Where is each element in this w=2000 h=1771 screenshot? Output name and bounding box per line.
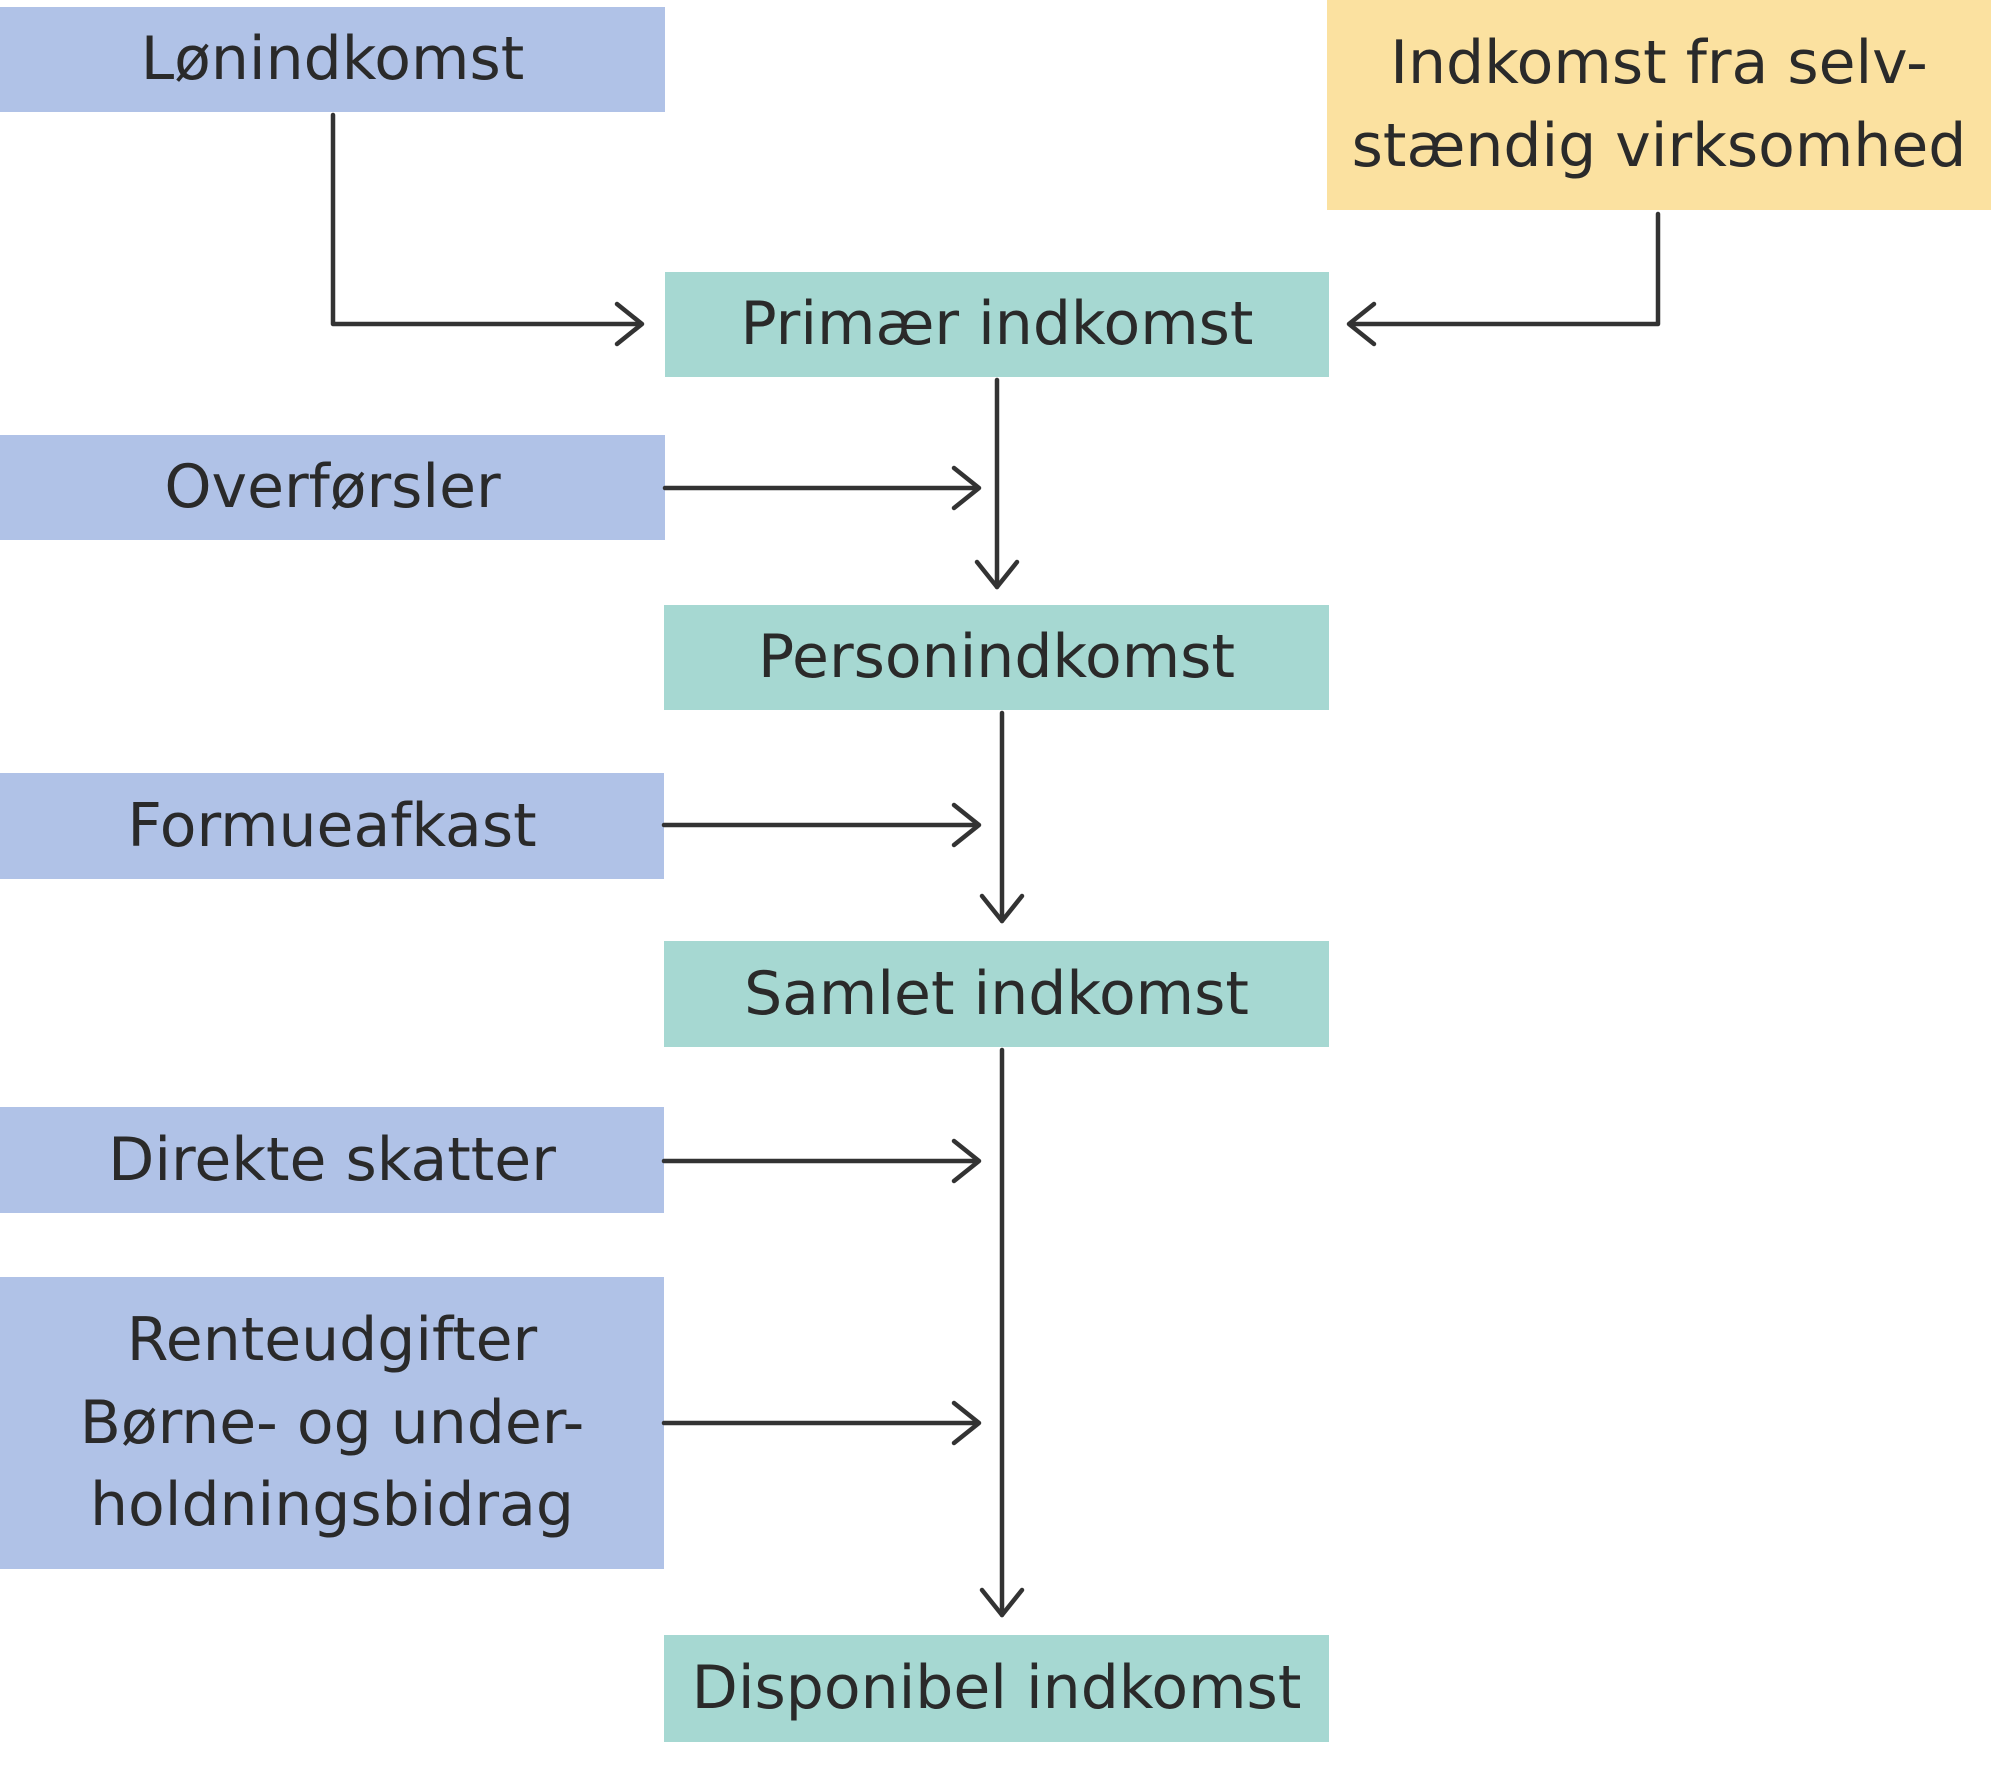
arrow-primary-to-personal [974, 377, 1020, 590]
wealth-return-box: Formueafkast [0, 773, 664, 879]
arrow-self-employed-to-primary [1346, 211, 1661, 347]
arrow-personal-to-total [979, 710, 1025, 924]
wage-income-box: Lønindkomst [0, 7, 665, 112]
arrow-transfers-to-flow [662, 465, 982, 511]
deductions-label-line3: holdningsbidrag [90, 1470, 574, 1541]
arrow-wage-to-primary [330, 112, 645, 347]
arrow-total-to-disposable [979, 1047, 1025, 1618]
wage-income-label: Lønindkomst [140, 24, 525, 95]
transfers-box: Overførsler [0, 435, 665, 540]
direct-taxes-label: Direkte skatter [108, 1124, 556, 1195]
deductions-box: Renteudgifter Børne- og under- holdnings… [0, 1277, 664, 1569]
primary-income-box: Primær indkomst [665, 272, 1329, 377]
total-income-label: Samlet indkomst [744, 958, 1249, 1029]
personal-income-box: Personindkomst [664, 605, 1329, 710]
primary-income-label: Primær indkomst [740, 289, 1254, 360]
arrow-direct-taxes-to-flow [661, 1138, 982, 1184]
personal-income-label: Personindkomst [758, 622, 1235, 693]
arrow-deductions-to-flow [661, 1400, 982, 1446]
wealth-return-label: Formueafkast [127, 790, 537, 861]
disposable-income-label: Disponibel indkomst [691, 1653, 1302, 1724]
total-income-box: Samlet indkomst [664, 941, 1329, 1047]
direct-taxes-box: Direkte skatter [0, 1107, 664, 1213]
arrow-wealth-return-to-flow [661, 802, 982, 848]
transfers-label: Overførsler [164, 452, 501, 523]
deductions-label-line1: Renteudgifter [126, 1304, 538, 1375]
disposable-income-box: Disponibel indkomst [664, 1635, 1329, 1742]
deductions-label-line2: Børne- og under- [79, 1387, 585, 1458]
self-employed-label-line2: stændig virksomhed [1351, 111, 1967, 181]
self-employed-label-line1: Indkomst fra selv- [1390, 28, 1928, 99]
self-employed-income-box: Indkomst fra selv- stændig virksomhed [1327, 0, 1991, 210]
